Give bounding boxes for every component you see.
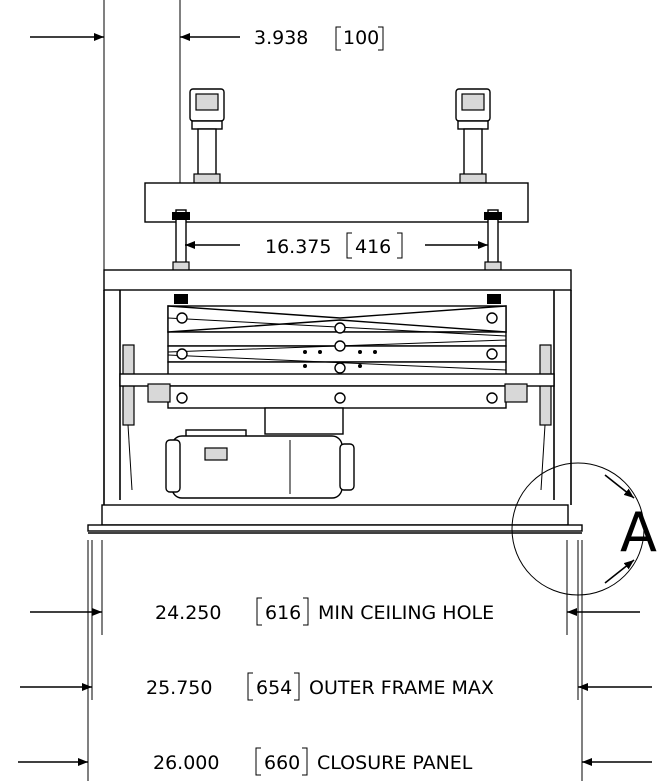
dimension-outer-frame-metric: 654 [256,677,292,699]
dimension-ceiling-hole-value: 24.250 [155,602,221,624]
dimension-top-offset-metric: 100 [343,27,379,49]
dimension-top-offset-value: 3.938 [254,27,308,49]
scissor-mechanism [167,294,507,377]
detail-callout-a: A [511,462,657,596]
closure-panel [87,504,583,534]
projector [165,407,355,499]
extension-lines [87,0,583,781]
dimension-closure-panel-value: 26.000 [153,752,219,774]
dimension-ceiling-hole-metric: 616 [265,602,301,624]
upper-mount-assembly [144,88,529,223]
dimension-top-offset: 3.938 100 [30,26,384,51]
dimension-ceiling-hole-label: MIN CEILING HOLE [318,602,494,624]
dimension-closure-panel-label: CLOSURE PANEL [317,752,473,774]
detail-callout-label: A [620,501,657,564]
dimension-outer-frame-value: 25.750 [146,677,212,699]
dimension-rod-spacing: 16.375 416 [185,232,488,259]
dimension-outer-frame-label: OUTER FRAME MAX [309,677,494,699]
dimension-rod-spacing-value: 16.375 [265,236,331,258]
dimension-outer-frame: 25.750 654 OUTER FRAME MAX [20,672,652,701]
dimension-closure-panel-metric: 660 [264,752,300,774]
dimension-closure-panel: 26.000 660 CLOSURE PANEL [18,747,652,776]
carriage-plate [119,373,555,409]
dimension-ceiling-hole: 24.250 616 MIN CEILING HOLE [30,597,640,626]
dimension-rod-spacing-metric: 416 [355,236,391,258]
